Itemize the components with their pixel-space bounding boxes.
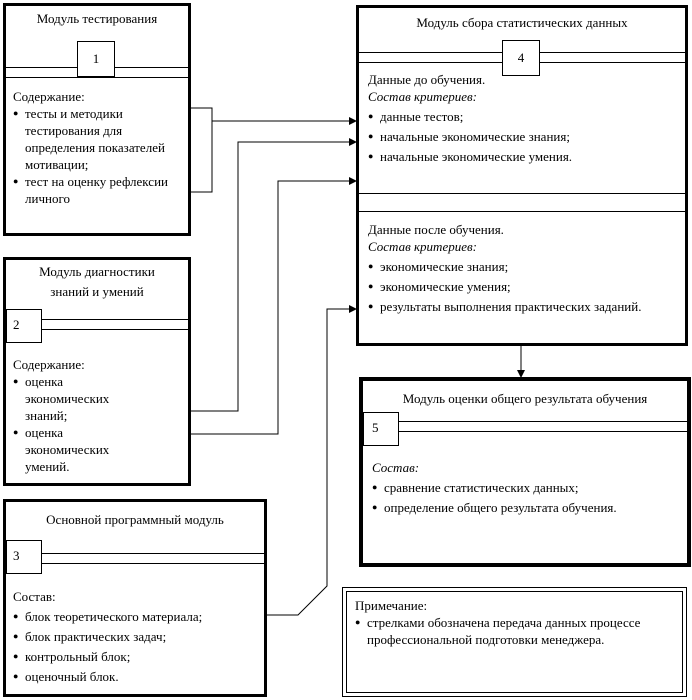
module4-before-list: данные тестов; начальные экономические з… [368, 108, 683, 165]
list-item: экономические умения; [368, 278, 683, 295]
list-item: определение общего результата обучения. [372, 499, 687, 516]
note-list: стрелками обозначена передача данных про… [355, 614, 675, 648]
list-item: блок практических задач; [13, 628, 263, 645]
module2-content: Содержание: оценка экономических знаний;… [13, 356, 183, 475]
list-item: данные тестов; [368, 108, 683, 125]
module4-after-section: Данные после обучения. Состав критериев:… [368, 221, 683, 315]
arrow-module3-to-module4 [266, 305, 357, 616]
module3-title: Основной программный модуль [46, 512, 224, 527]
module3-number: 3 [6, 540, 42, 574]
module3-box: Основной программный модуль 3 Состав: бл… [3, 499, 267, 697]
module5-number: 5 [363, 412, 399, 446]
module4-criteria-label-2: Состав критериев: [368, 239, 477, 254]
module5-box: Модуль оценки общего результата обучения… [359, 377, 691, 567]
module5-band [363, 421, 687, 432]
module5-content: Состав: сравнение статистических данных;… [372, 459, 687, 516]
module1-content-label: Содержание: [13, 89, 85, 104]
module1-content: Содержание: тесты и методики тестировани… [13, 88, 183, 207]
module3-band [6, 553, 264, 564]
list-item: результаты выполнения практических задан… [368, 298, 650, 315]
module5-list: сравнение статистических данных; определ… [372, 479, 687, 516]
module4-after-list: экономические знания; экономические умен… [368, 258, 683, 315]
module2-content-label: Содержание: [13, 357, 85, 372]
note-box-outer: Примечание: стрелками обозначена передач… [342, 587, 687, 697]
module2-title-line1: Модуль диагностики [39, 264, 155, 279]
list-item: экономические знания; [368, 258, 683, 275]
module4-divider-band [359, 193, 685, 212]
module3-content: Состав: блок теоретического материала; б… [13, 588, 263, 685]
module1-number: 1 [77, 41, 115, 77]
list-item: начальные экономические знания; [368, 128, 683, 145]
module4-number: 4 [502, 40, 540, 76]
list-item: начальные экономические умения. [368, 148, 683, 165]
note-box-inner: Примечание: стрелками обозначена передач… [346, 591, 683, 693]
module2-list: оценка экономических знаний; оценка экон… [13, 373, 183, 475]
list-item: оценочный блок. [13, 668, 263, 685]
module2-box: Модуль диагностики знаний и умений 2 Сод… [3, 257, 191, 486]
module1-list: тесты и методики тестирования для опреде… [13, 105, 183, 207]
module2-band [6, 319, 188, 330]
arrow-module2-skills-to-module4 [190, 177, 357, 435]
list-item: блок теоретического материала; [13, 608, 263, 625]
module1-title: Модуль тестирования [36, 11, 158, 26]
module4-title: Модуль сбора статистических данных [416, 15, 628, 30]
module4-before-section: Данные до обучения. Состав критериев: да… [368, 71, 683, 165]
arrow-module2-knowledge-to-module4 [190, 138, 357, 412]
arrow-module1-to-module4 [190, 107, 213, 193]
module5-title: Модуль оценки общего результата обучения [402, 391, 648, 406]
list-item: оценка экономических умений. [13, 424, 135, 475]
note-label: Примечание: [355, 598, 428, 613]
list-item: оценка экономических знаний; [13, 373, 135, 424]
module5-content-label: Состав: [372, 460, 420, 475]
list-item: стрелками обозначена передача данных про… [355, 614, 662, 648]
module4-before-label: Данные до обучения. [368, 72, 486, 87]
list-item: тесты и методики тестирования для опреде… [13, 105, 183, 173]
module4-box: Модуль сбора статистических данных 4 Дан… [356, 5, 688, 346]
module4-after-label: Данные после обучения. [368, 222, 504, 237]
module4-criteria-label-1: Состав критериев: [368, 89, 477, 104]
list-item: тест на оценку рефлексии личного [13, 173, 183, 207]
note-content: Примечание: стрелками обозначена передач… [355, 597, 675, 648]
module1-box: Модуль тестирования 1 Содержание: тесты … [3, 3, 191, 236]
module2-title-line2: знаний и умений [50, 284, 144, 299]
module2-number: 2 [6, 309, 42, 343]
list-item: контрольный блок; [13, 648, 263, 665]
list-item: сравнение статистических данных; [372, 479, 687, 496]
module3-content-label: Состав: [13, 589, 56, 604]
module3-list: блок теоретического материала; блок прак… [13, 608, 263, 685]
